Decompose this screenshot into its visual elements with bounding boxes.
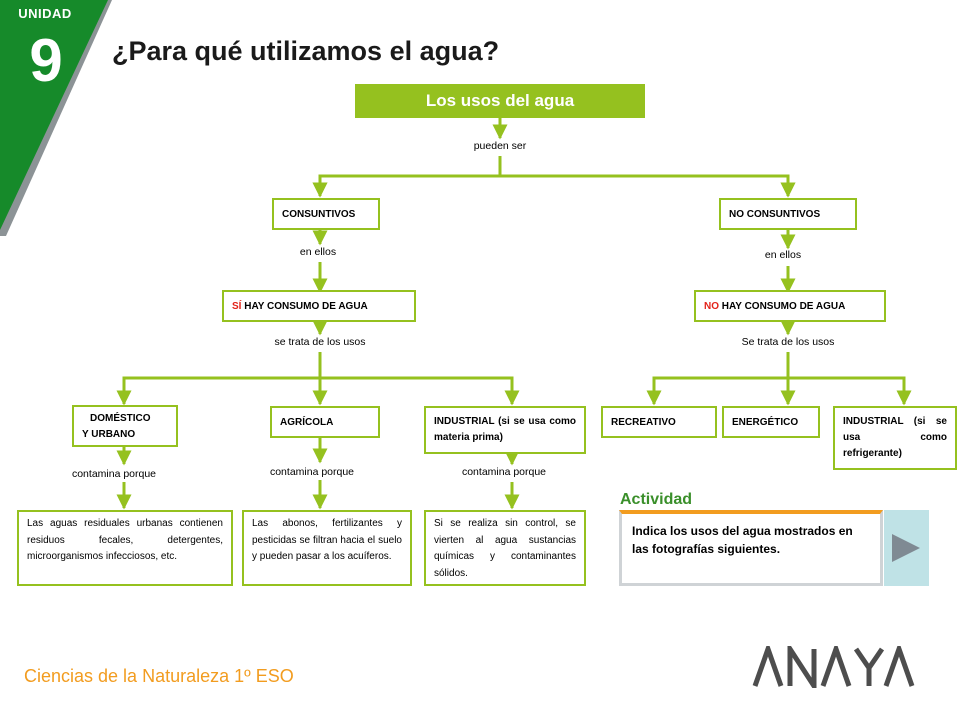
unit-label: UNIDAD: [18, 6, 72, 21]
node-industrial-consumo: INDUSTRIAL (si se usa como materia prima…: [424, 406, 586, 454]
next-button[interactable]: [884, 510, 929, 586]
node-si-hay-consumo: SÍ HAY CONSUMO DE AGUA: [222, 290, 416, 322]
root-node: Los usos del agua: [355, 84, 645, 118]
connector-label-se-trata-left: se trata de los usos: [274, 336, 366, 348]
node-industrial-no-consumo-label: INDUSTRIAL (si se usa como refrigerante): [843, 416, 947, 459]
unit-badge: [0, 0, 112, 236]
connector-label-pueden-ser: pueden ser: [473, 140, 527, 152]
node-consuntivos-label: CONSUNTIVOS: [282, 208, 356, 220]
node-industrial-no-consumo: INDUSTRIAL (si se usa como refrigerante): [833, 406, 957, 470]
unit-number: 9: [29, 27, 63, 94]
node-agricola-label: AGRÍCOLA: [280, 416, 334, 428]
no-prefix: NO: [704, 300, 719, 312]
activity-box: Indica los usos del agua mostrados en la…: [619, 510, 883, 586]
no-rest: HAY CONSUMO DE AGUA: [719, 300, 846, 312]
node-energetico-label: ENERGÉTICO: [732, 416, 799, 428]
node-domestico-line1: DOMÉSTICO: [90, 413, 151, 424]
node-consuntivos: CONSUNTIVOS: [272, 198, 380, 230]
activity-text: Indica los usos del agua mostrados en la…: [632, 524, 853, 556]
play-icon: [892, 534, 920, 562]
node-no-hay-consumo: NO HAY CONSUMO DE AGUA: [694, 290, 886, 322]
node-no-consuntivos-label: NO CONSUNTIVOS: [729, 208, 821, 220]
page-title: ¿Para qué utilizamos el agua?: [112, 36, 500, 66]
connector-label-se-trata-right: Se trata de los usos: [741, 336, 835, 348]
connector-label-en-ellos-right: en ellos: [764, 249, 802, 261]
activity-title: Actividad: [620, 491, 693, 508]
node-industrial-consumo-label: INDUSTRIAL (si se usa como materia prima…: [434, 416, 576, 443]
node-recreativo: RECREATIVO: [601, 406, 717, 438]
desc-industrial: Si se realiza sin control, se vierten al…: [424, 510, 586, 586]
desc-agricola: Las abonos, fertilizantes y pesticidas s…: [242, 510, 412, 586]
si-rest: HAY CONSUMO DE AGUA: [241, 300, 368, 312]
node-no-consuntivos: NO CONSUNTIVOS: [719, 198, 857, 230]
connector-label-contamina-agricola: contamina porque: [269, 466, 355, 478]
node-agricola: AGRÍCOLA: [270, 406, 380, 438]
si-prefix: SÍ: [232, 300, 242, 312]
node-domestico-urbano: DOMÉSTICO Y URBANO: [72, 405, 178, 447]
node-energetico: ENERGÉTICO: [722, 406, 820, 438]
connector-label-contamina-industrial: contamina porque: [461, 466, 547, 478]
desc-domestico: Las aguas residuales urbanas contienen r…: [17, 510, 233, 586]
footer-subject: Ciencias de la Naturaleza 1º ESO: [24, 666, 294, 686]
node-domestico-line2: Y URBANO: [82, 429, 136, 440]
node-recreativo-label: RECREATIVO: [611, 416, 676, 428]
connector-label-contamina-domestico: contamina porque: [71, 468, 157, 480]
anaya-logo: [752, 646, 915, 688]
connector-label-en-ellos-left: en ellos: [299, 246, 337, 258]
